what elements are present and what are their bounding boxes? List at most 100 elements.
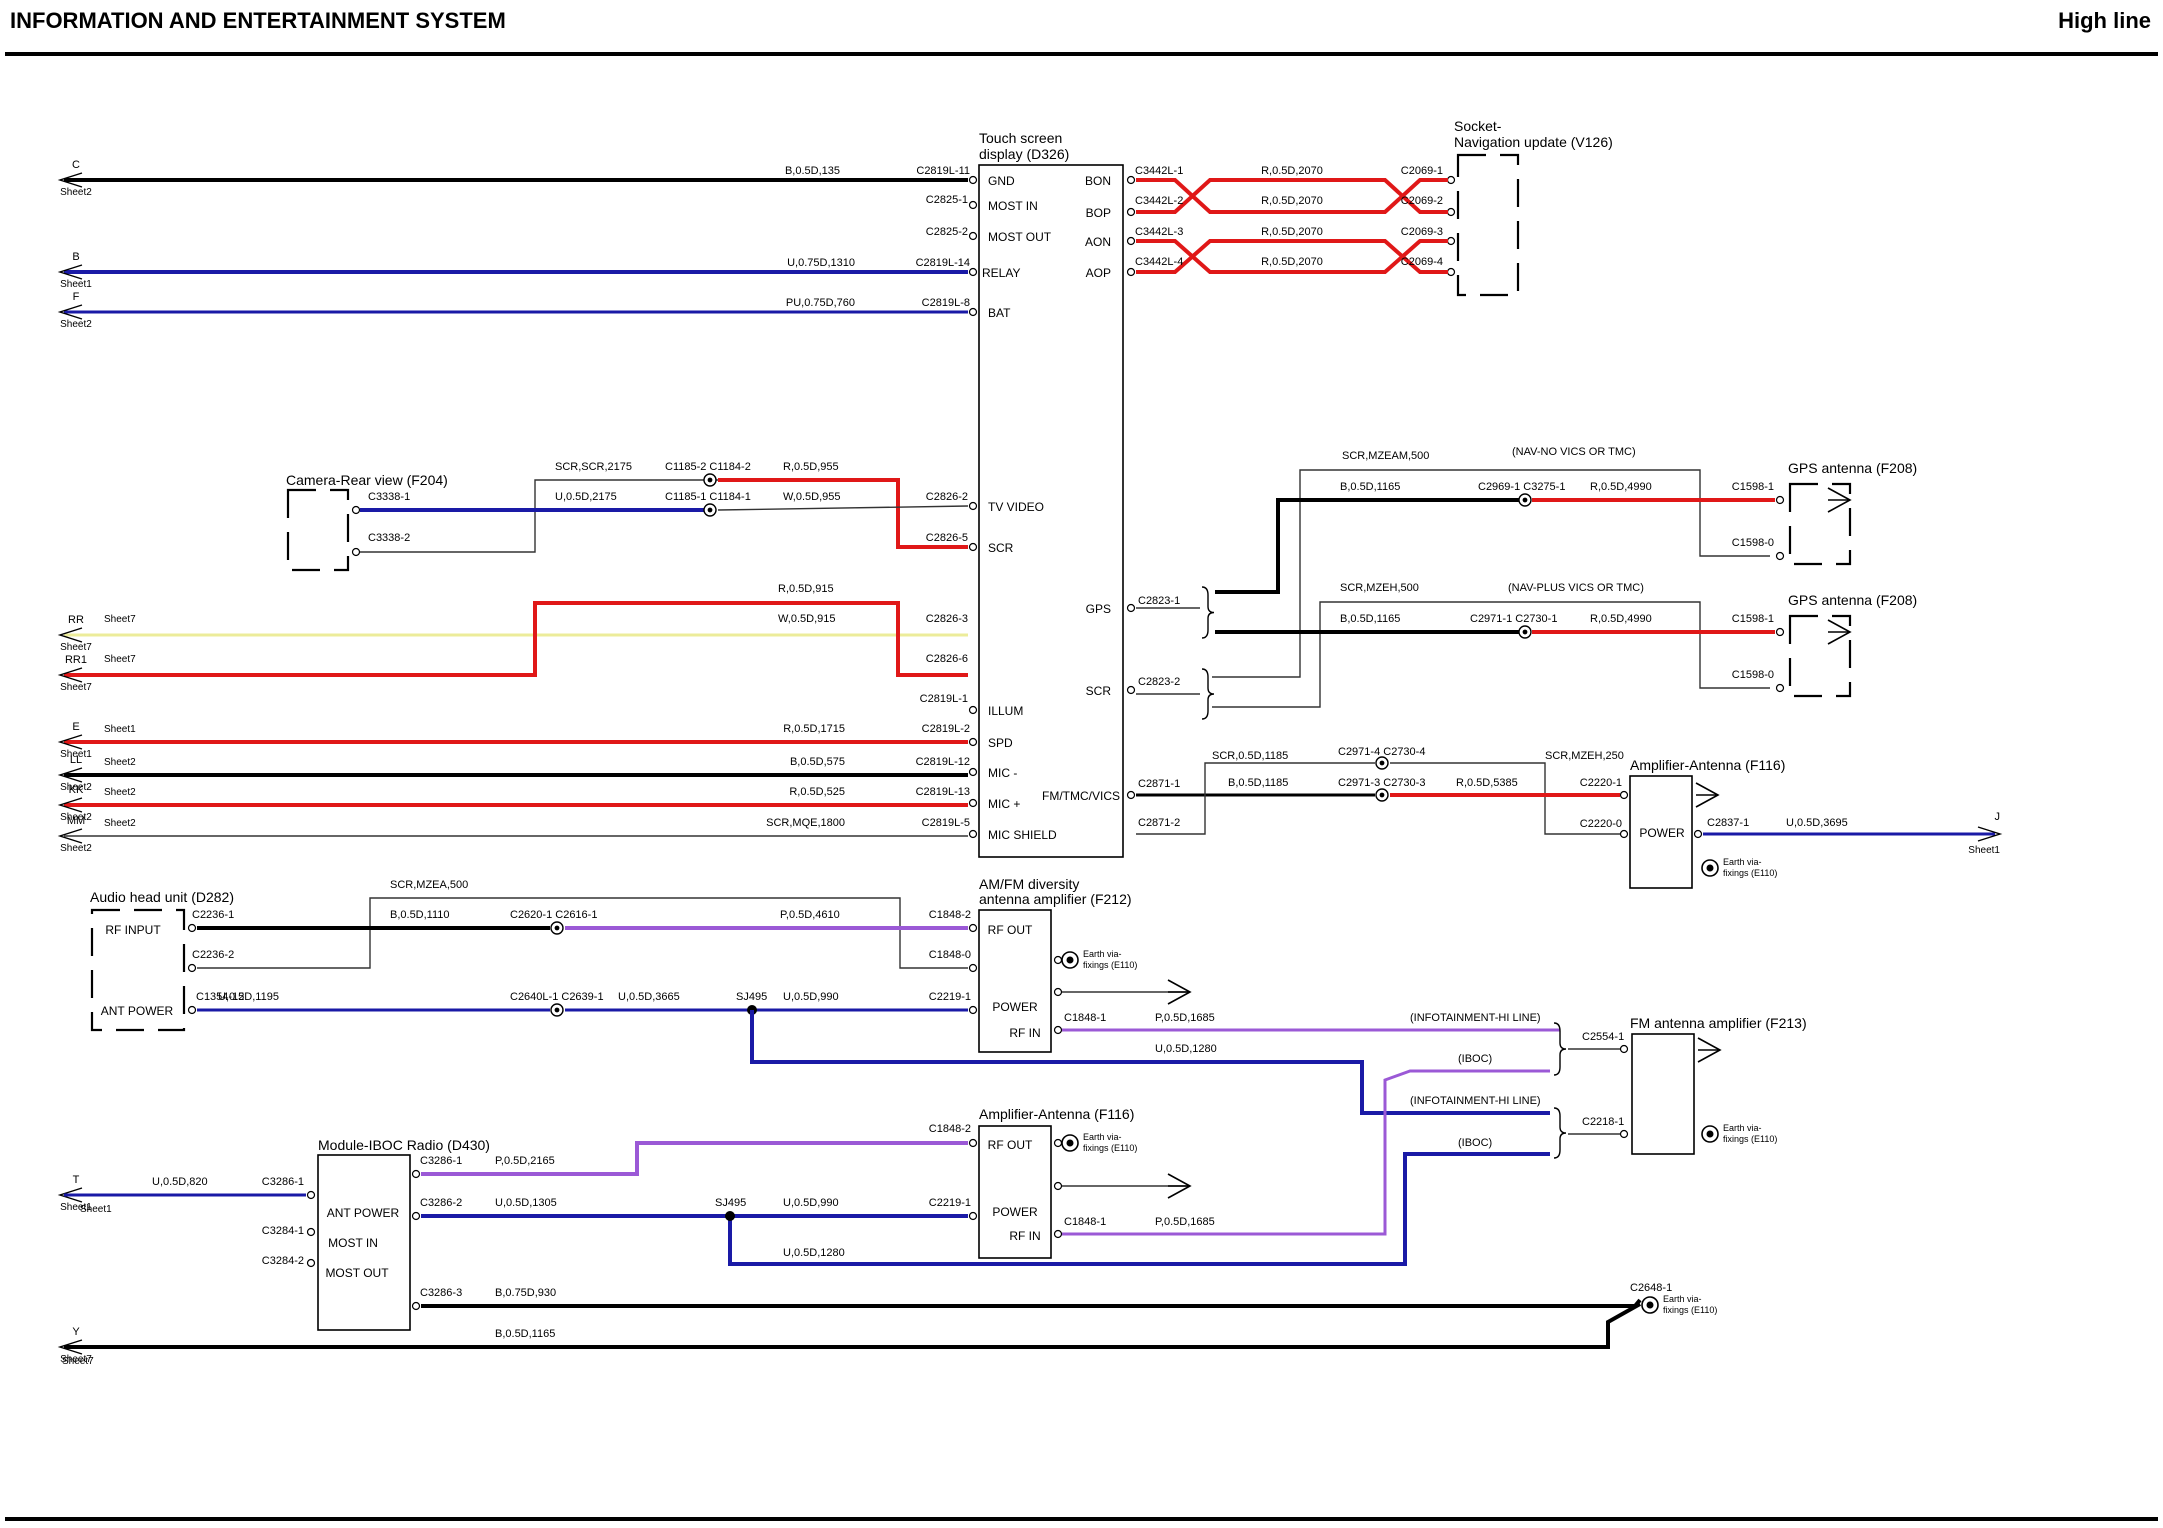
earth-label: fixings (E110) (1663, 1305, 1717, 1315)
wire-label: R,0.5D,2070 (1261, 195, 1323, 207)
wire-label: B,0.5D,1165 (1340, 481, 1400, 493)
connector-label: C1185-2 C1184-2 (665, 461, 751, 473)
wire-label: SCR,MZEAM,500 (1342, 450, 1429, 462)
wire-label: R,0.5D,2070 (1261, 226, 1323, 238)
wire (64, 1302, 1641, 1349)
offsheet-code: KK (69, 784, 84, 796)
wire-label: U,0.5D,2175 (555, 491, 617, 503)
pin-icon (1775, 495, 1785, 505)
pin-icon (1053, 987, 1063, 997)
component-title: Module-IBOC Radio (D430) (318, 1137, 490, 1153)
wire-label: R,0.5D,2070 (1261, 165, 1323, 177)
earth-icon-dot (1706, 864, 1714, 872)
wire-label: R,0.5D,525 (789, 786, 845, 798)
earth-label: fixings (E110) (1723, 1134, 1777, 1144)
shield-wire (197, 897, 968, 969)
pin-icon (1053, 1025, 1063, 1035)
pin-label: BAT (988, 306, 1011, 320)
connector-label: C2069-2 (1401, 195, 1443, 207)
offsheet-arrow-icon (57, 1187, 83, 1203)
connector-label: C2640L-1 C2639-1 (510, 991, 604, 1003)
shield-wire (717, 505, 969, 511)
wire (1215, 498, 1519, 594)
pin-label: RF OUT (988, 1138, 1033, 1152)
connector-label: C2218-1 (1582, 1116, 1624, 1128)
inline-connector-dot (1522, 497, 1528, 503)
offsheet-sheet: Sheet2 (60, 319, 92, 330)
earth-label: Earth via- (1083, 1132, 1122, 1142)
wire (64, 601, 968, 677)
pin-icon (306, 1190, 316, 1200)
connector-label: C2819L-12 (916, 756, 970, 768)
offsheet-sheet: Sheet7 (104, 614, 136, 625)
gps-antenna-box (1788, 614, 1852, 698)
connector-label: C3442L-2 (1135, 195, 1183, 207)
page-title: INFORMATION AND ENTERTAINMENT SYSTEM (10, 8, 506, 33)
inline-connector-dot (554, 1007, 560, 1013)
offsheet-arrow-icon (57, 1339, 83, 1355)
connector-label: SJ495 (736, 991, 767, 1003)
wire-label: P,0.5D,2165 (495, 1155, 555, 1167)
offsheet-sheet: Sheet1 (80, 1204, 112, 1215)
component-title: display (D326) (979, 146, 1069, 162)
splice-dot-icon (725, 1211, 735, 1221)
component-title: GPS antenna (F208) (1788, 592, 1917, 608)
pin-label: AON (1085, 235, 1111, 249)
connector-label: C2837-1 (1707, 817, 1749, 829)
wire-label: SCR,0.5D,1185 (1212, 750, 1288, 762)
wire-label: (IBOC) (1458, 1137, 1492, 1149)
wire-label: R,0.5D,4990 (1590, 481, 1652, 493)
connector-label: C3286-3 (420, 1287, 462, 1299)
component-title: AM/FM diversity (979, 876, 1079, 892)
connector-label: C2819L-1 (920, 693, 968, 705)
connector-label: C1598-1 (1732, 613, 1774, 625)
pin-icon (968, 767, 978, 777)
pin-icon (1126, 236, 1136, 246)
offsheet-sheet: Sheet7 (60, 642, 92, 653)
wire-label: U,0.5D,3665 (618, 991, 680, 1003)
pin-label: TV VIDEO (988, 500, 1044, 514)
brace-icon (1553, 1107, 1567, 1159)
pin-icon (187, 923, 197, 933)
offsheet-code: RR (68, 614, 84, 626)
offsheet-sheet: Sheet7 (104, 654, 136, 665)
wire-label: U,0.5D,1280 (783, 1247, 845, 1259)
pin-label: RELAY (982, 266, 1020, 280)
pin-label: BON (1085, 174, 1111, 188)
earth-label: fixings (E110) (1723, 868, 1777, 878)
earth-label: Earth via- (1083, 949, 1122, 959)
component-title: Socket- (1454, 118, 1502, 134)
connector-label: C2236-2 (192, 949, 234, 961)
wire-label: P,0.5D,1685 (1155, 1012, 1215, 1024)
connector-label: C2971-3 C2730-3 (1338, 777, 1425, 789)
offsheet-sheet: Sheet1 (1968, 845, 2000, 856)
connector-label: C2648-1 (1630, 1282, 1672, 1294)
earth-icon-dot (1066, 1139, 1074, 1147)
connector-label: C1354-12 (196, 991, 244, 1003)
pin-icon (968, 1138, 978, 1148)
inline-connector-dot (707, 477, 713, 483)
wire-label: R,0.5D,4990 (1590, 613, 1652, 625)
wire-label: U,0.5D,1195 (218, 991, 279, 1003)
inline-connector-dot (707, 507, 713, 513)
offsheet-arrow-icon (57, 797, 83, 813)
pin-icon (1775, 627, 1785, 637)
wire (1136, 178, 1448, 214)
connector-label: C2871-1 (1138, 778, 1180, 790)
pin-icon (1446, 207, 1456, 217)
wire (750, 1010, 1550, 1115)
offsheet-code: MM (67, 815, 85, 827)
offsheet-code: F (73, 291, 80, 303)
brace-icon (1553, 1022, 1567, 1076)
pin-label: POWER (992, 1000, 1038, 1014)
pin-icon (968, 501, 978, 511)
connector-label: C2823-1 (1138, 595, 1180, 607)
wire-label: (IBOC) (1458, 1053, 1492, 1065)
shield-wire (360, 479, 900, 553)
pin-icon (968, 923, 978, 933)
wire-label: B,0.5D,135 (785, 165, 840, 177)
pin-label: MIC SHIELD (988, 828, 1057, 842)
wire-label: P,0.5D,1685 (1155, 1216, 1215, 1228)
connector-label: C2825-1 (926, 194, 968, 206)
pin-icon (968, 267, 978, 277)
